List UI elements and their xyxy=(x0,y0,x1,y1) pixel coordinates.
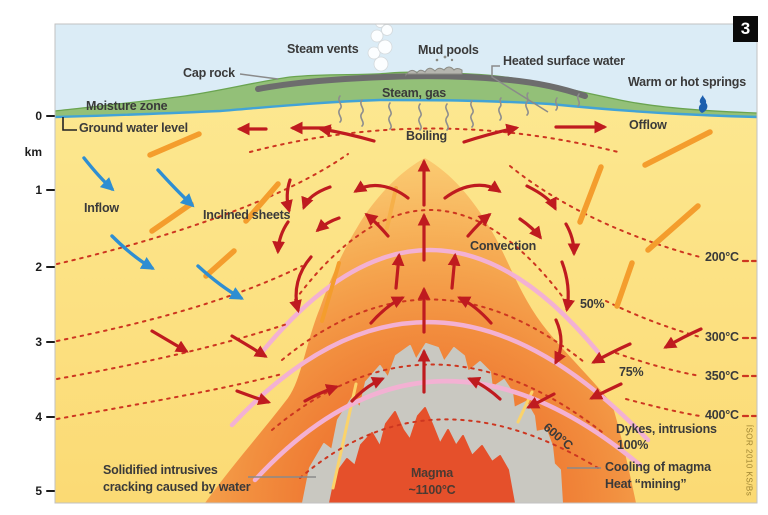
axis-tick-0: 0 xyxy=(35,109,42,123)
label-heat-mining: Heat “mining” xyxy=(605,477,687,491)
label-offlow: Offlow xyxy=(629,118,667,132)
cap-rock-band xyxy=(255,73,588,99)
isotherm-edge-dashes xyxy=(741,259,757,418)
axis-tick-mark xyxy=(46,115,55,118)
label-cap-rock: Cap rock xyxy=(183,66,235,80)
sky xyxy=(55,24,757,113)
label-heated-surface-water: Heated surface water xyxy=(503,54,625,68)
label-400c: 400°C xyxy=(705,408,739,422)
axis-tick-mark xyxy=(46,189,55,192)
label-cooling-of-magma: Cooling of magma xyxy=(605,460,711,474)
axis-tick-3: 3 xyxy=(35,335,42,349)
isotherm-dashed-lines xyxy=(56,127,701,479)
axis-unit-km: km xyxy=(24,145,42,159)
axis-tick-mark xyxy=(46,416,55,419)
label-magma-temperature: ~1100°C xyxy=(408,483,456,497)
ground-water-line xyxy=(55,98,757,119)
label-convection: Convection xyxy=(470,239,537,253)
plot-border xyxy=(54,23,758,504)
sill-arcs xyxy=(229,247,651,483)
label-solidified-intrusives-line1: Solidified intrusives xyxy=(103,463,218,477)
label-solidified-intrusives-line2: cracking caused by water xyxy=(103,480,251,494)
label-warm-or-hot-springs: Warm or hot springs xyxy=(628,75,746,89)
pointer-lines xyxy=(239,65,601,478)
label-200c: 200°C xyxy=(705,250,739,264)
label-100pct: 100% xyxy=(617,438,649,452)
label-inclined-sheets: Inclined sheets xyxy=(203,208,291,222)
label-50pct: 50% xyxy=(580,297,605,311)
convection-arrows xyxy=(150,120,703,409)
axis-tick-1: 1 xyxy=(35,183,42,197)
label-dykes-intrusions: Dykes, intrusions xyxy=(616,422,717,436)
label-ground-water-level: Ground water level xyxy=(79,121,188,135)
mud-pools-mounds xyxy=(405,55,463,77)
axis-tick-4: 4 xyxy=(35,410,42,424)
watermark-credit: ÍSOR 2010 KS/Bs xyxy=(744,424,754,497)
label-75pct: 75% xyxy=(619,365,644,379)
label-steam-gas: Steam, gas xyxy=(382,86,447,100)
axis-tick-mark xyxy=(46,266,55,269)
axis-tick-5: 5 xyxy=(35,484,42,498)
axis-tick-2: 2 xyxy=(35,260,42,274)
inflow-arrows xyxy=(82,156,244,300)
inclined-sheet-dykes xyxy=(147,129,713,323)
steam-gas-squiggles xyxy=(338,92,581,131)
label-magma: Magma xyxy=(410,466,454,480)
label-boiling: Boiling xyxy=(406,129,447,143)
label-350c: 350°C xyxy=(705,369,739,383)
label-inflow: Inflow xyxy=(84,201,119,215)
surface-green-layer xyxy=(55,72,757,117)
figure-number-badge: 3 xyxy=(733,16,758,42)
hot-spring-icon xyxy=(698,95,708,113)
axis-tick-mark xyxy=(46,490,55,493)
axis-tick-mark xyxy=(46,341,55,344)
magma-body xyxy=(329,407,515,503)
label-mud-pools: Mud pools xyxy=(418,43,479,57)
label-steam-vents: Steam vents xyxy=(287,42,359,56)
label-300c: 300°C xyxy=(705,330,739,344)
label-moisture-zone: Moisture zone xyxy=(86,99,168,113)
steam-vent-cloud xyxy=(367,24,393,72)
ground-water-bracket xyxy=(62,117,77,131)
